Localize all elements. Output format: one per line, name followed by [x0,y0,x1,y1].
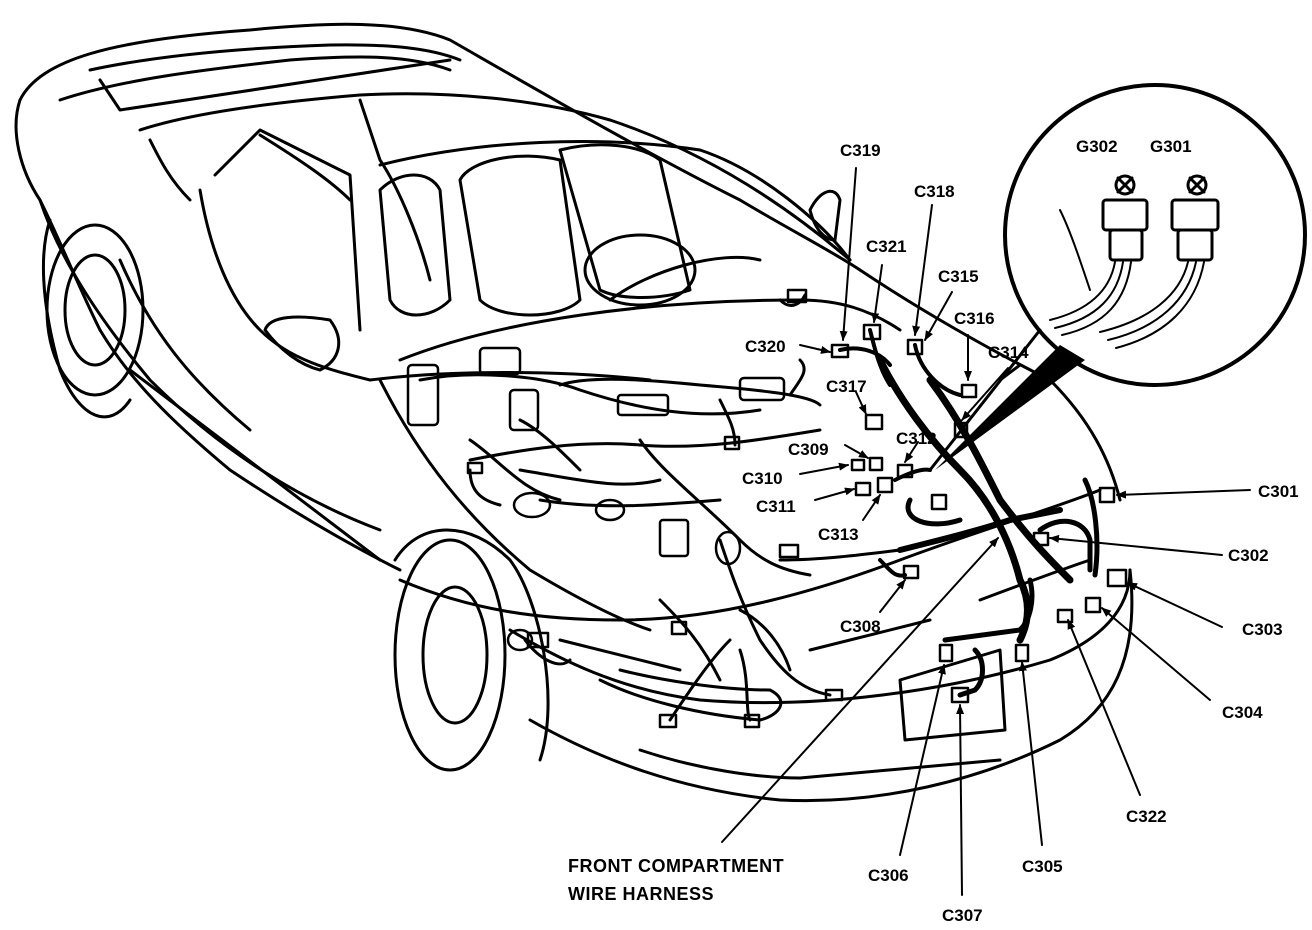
label-g301: G301 [1150,137,1192,156]
c311-leader [814,487,855,501]
label-c318: C318 [914,182,955,201]
c302-leader [1049,534,1223,556]
c319-leader [839,167,857,341]
c312-leader [904,441,919,463]
caption-line-2: WIRE HARNESS [568,884,714,904]
leader-lines [721,167,1251,896]
label-c311: C311 [756,497,796,516]
label-c305: C305 [1022,857,1063,876]
label-c321: C321 [866,237,907,256]
label-c314: C314 [988,343,1029,362]
connector-bodies [830,323,1128,704]
g301-bolt-icon [1170,174,1220,262]
c317-leader [855,391,867,415]
c315-leader [924,291,953,341]
c303-leader [1127,582,1223,628]
c320-leader [799,344,831,354]
c301-leader [1116,489,1251,499]
car-body [14,22,1134,803]
harness-leader [721,537,999,843]
c308-leader [879,579,906,613]
c313-leader [862,494,881,521]
c322-leader [1067,619,1141,796]
c306-leader [899,664,946,856]
label-c312: C312 [896,429,937,448]
label-c310: C310 [742,469,783,488]
label-c302: C302 [1228,546,1269,565]
c314-leader [961,367,1009,421]
components [406,288,844,729]
c307-leader [956,704,965,896]
c310-leader [799,462,849,475]
label-c317: C317 [826,377,867,396]
label-c309: C309 [788,440,829,459]
c305-leader [1019,661,1043,846]
c309-leader [844,444,869,459]
label-c303: C303 [1242,620,1283,639]
wire-harness [418,293,1100,722]
label-c308: C308 [840,617,881,636]
label-c307: C307 [942,906,983,925]
label-c320: C320 [745,337,786,356]
label-g302: G302 [1076,137,1118,156]
c321-leader [871,264,883,323]
label-c306: C306 [868,866,909,885]
c304-leader [1101,607,1211,701]
caption-line-1: FRONT COMPARTMENT [568,856,784,876]
label-c316: C316 [954,309,995,328]
ground-inset [928,83,1307,472]
label-c301: C301 [1258,482,1299,501]
g302-bolt-icon [1101,174,1149,262]
c318-leader [912,204,933,336]
label-c313: C313 [818,525,859,544]
label-c315: C315 [938,267,979,286]
labels: G302 G301 C319 C318 C321 C315 C316 C320 … [568,137,1299,925]
label-c319: C319 [840,141,881,160]
label-c304: C304 [1222,703,1263,722]
label-c322: C322 [1126,807,1167,826]
